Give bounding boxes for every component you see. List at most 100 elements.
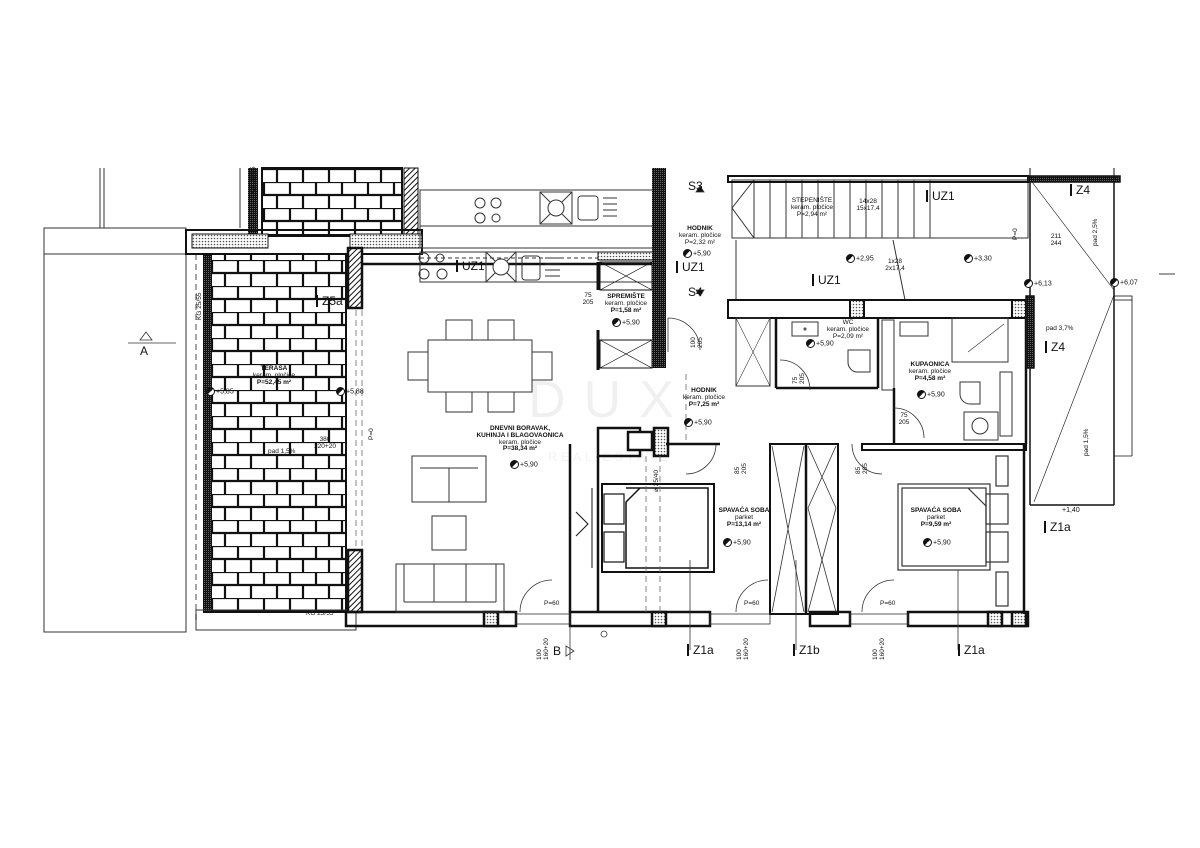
level-icon (846, 254, 855, 263)
room-floor: keram. pločice (909, 367, 951, 375)
window-dim: 100 160+20 (872, 638, 887, 660)
level-icon (683, 249, 692, 258)
level-marker: +3,30 (964, 254, 992, 263)
stair-dim-value: 14x28 (859, 198, 877, 205)
door-dim-spremiste: 75 205 (582, 292, 594, 307)
room-label-spavaca-soba-1: SPAVAĆA SOBA parket P=13,14 m² (714, 507, 774, 528)
level-marker: +5,90 (723, 538, 751, 547)
room-floor: parket (926, 513, 946, 521)
level-icon (964, 254, 973, 263)
level-value-plain: +1,40 (1062, 507, 1080, 514)
room-name: HODNIK (687, 225, 713, 232)
level-icon (684, 418, 693, 427)
level-icon (723, 538, 732, 547)
room-floor: parket (734, 513, 754, 521)
level-value: +6,07 (1120, 279, 1138, 287)
tag-uz1: UZ1 (676, 261, 705, 273)
upper-bathroom-beam (727, 299, 1029, 319)
watermark-brand: DUX (528, 371, 692, 429)
level-value: +5,90 (733, 539, 751, 547)
section-label-s3: S3 (688, 179, 703, 193)
slope-label: pad 2,5% (1092, 218, 1099, 246)
room-area: P=9,59 m² (920, 520, 952, 528)
level-value: +5,90 (693, 250, 711, 258)
room-name: DNEVNI BORAVAK, (489, 425, 551, 432)
window-openings (515, 613, 909, 638)
door-dim-hall: 100 205 (690, 337, 705, 348)
bedroom-walls (568, 426, 1027, 615)
column-dim: ⌀ 25/40 (653, 470, 660, 492)
room-area: P=2,32 m² (684, 238, 716, 246)
level-marker: +5,90 (612, 318, 640, 327)
level-value: +5,90 (927, 391, 945, 399)
level-value: +3,30 (974, 255, 992, 263)
tag-uz1: UZ1 (926, 190, 955, 202)
stair-dim-value: 1x28 (887, 258, 903, 265)
bed-1 (575, 483, 715, 573)
room-label-hodnik-2: HODNIK keram. pločice P=7,25 m² (676, 387, 732, 408)
tag-z4: Z4 (1045, 341, 1065, 353)
tag-uz1: UZ1 (456, 260, 485, 272)
level-icon (806, 339, 815, 348)
level-icon (1110, 278, 1119, 287)
room-label-spavaca-soba-2: SPAVAĆA SOBA parket P=9,59 m² (906, 507, 966, 528)
stair-dim-1: 14x28 15x17,4 (848, 198, 888, 212)
level-value: +5,90 (694, 419, 712, 427)
room-area: P=38,34 m² (502, 445, 538, 453)
level-marker: +5,90 (684, 418, 712, 427)
hallway-door-arcs (519, 317, 925, 613)
window-dim: 100 160+20 (736, 638, 751, 660)
level-icon (336, 387, 345, 396)
level-marker: +6,07 (1110, 278, 1138, 287)
level-icon (612, 318, 621, 327)
section-label-s4: S4 (688, 285, 703, 299)
slope-label: pad 1,5% (1083, 428, 1090, 456)
top-terrace-brick (248, 167, 419, 237)
room-area: P=2,09 m² (832, 332, 864, 340)
stair-dim-2: 1x28 2x17,4 (880, 258, 910, 272)
level-marker: +5,88 (336, 387, 364, 396)
level-value: +5,85 (216, 388, 234, 396)
wardrobes (771, 445, 837, 613)
terrace-door-dim: 380 220+20 (314, 436, 336, 451)
room-name-2: KUHINJA I BLAGOVAONICA (476, 431, 564, 439)
room-label-kupaonica: KUPAONICA keram. pločice P=4,58 m² (904, 361, 956, 382)
main-terrace-brick (195, 253, 363, 631)
stair-dim-value: 2x17,4 (885, 265, 905, 273)
level-icon (1024, 279, 1033, 288)
living-walls (344, 246, 1030, 628)
dashed-axes (645, 374, 687, 612)
tag-z5a: Z5a (316, 295, 343, 307)
level-value: +5,88 (346, 388, 364, 396)
section-label-a: A (140, 344, 149, 358)
room-area: P=1,58 m² (610, 306, 642, 314)
room-name: HODNIK (691, 387, 717, 394)
axis-ticks (569, 560, 959, 660)
spremiste-storage (596, 251, 657, 370)
stairs (727, 175, 1029, 301)
room-label-spremiste: SPREMIŠTE keram. pločice P=1,58 m² (600, 293, 652, 314)
level-marker: +5,90 (683, 249, 711, 258)
tag-z1b: Z1b (793, 644, 820, 656)
room-area: P=13,14 m² (726, 520, 762, 528)
kg-label: KG 25/55 (250, 166, 257, 194)
room-label-stepeniste: STEPENIŠTE keram. pločice P=2,94 m² (782, 197, 842, 218)
level-marker: +5,90 (923, 538, 951, 547)
room-floor: keram. pločice (499, 438, 541, 446)
room-area: P=52,45 m² (256, 378, 292, 386)
section-label-b: B (553, 644, 562, 658)
level-marker: +5,90 (510, 460, 538, 469)
level-value: +5,90 (520, 461, 538, 469)
right-balcony (1025, 168, 1175, 506)
level-marker: +2,95 (846, 254, 874, 263)
balcony-dim: 211 244 (1050, 233, 1062, 248)
room-name: SPAVAĆA SOBA (910, 507, 962, 514)
level-icon (510, 460, 519, 469)
room-label-hodnik-1: HODNIK keram. pločice P=2,32 m² (670, 225, 730, 246)
central-dense-wall (652, 168, 666, 368)
room-name: SPAVAĆA SOBA (718, 507, 770, 514)
room-floor: keram. pločice (827, 325, 869, 333)
living-furniture (395, 455, 505, 613)
room-floor: keram. pločice (683, 393, 725, 401)
